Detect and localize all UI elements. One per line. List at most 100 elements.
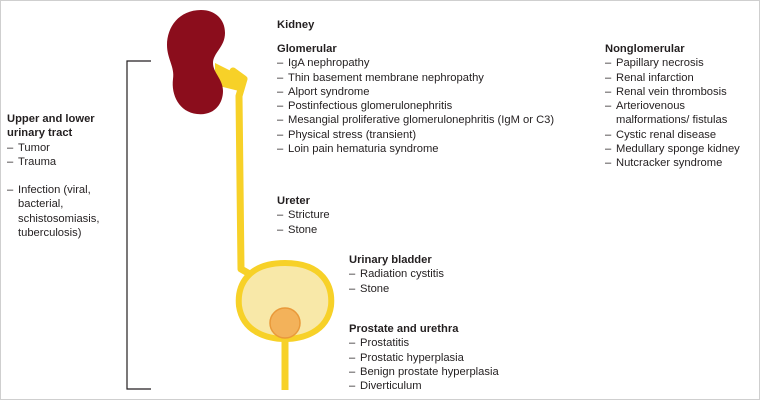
- kidney-title: Kidney: [277, 19, 315, 31]
- list-item: –Stone: [349, 282, 444, 296]
- whole-tract-list-b: –Infection (viral, bacterial, schistosom…: [7, 183, 119, 240]
- list-item-text: Medullary sponge kidney: [616, 143, 740, 156]
- list-item: –Trauma: [7, 155, 119, 169]
- list-item: –Postinfectious glomerulonephritis: [277, 99, 554, 113]
- renal-pelvis-shape: [215, 63, 247, 91]
- list-item: –Physical stress (transient): [277, 128, 554, 142]
- bullet-dash: –: [277, 114, 284, 127]
- ureter-list: –Stricture–Stone: [277, 208, 330, 237]
- list-item: –Prostatitis: [349, 336, 499, 350]
- list-item-text: Alport syndrome: [288, 85, 370, 98]
- list-item-text: Loin pain hematuria syndrome: [288, 143, 439, 156]
- bullet-dash: –: [277, 100, 284, 113]
- list-item-text: Arteriovenous malformations/ fistulas: [616, 100, 728, 127]
- list-item: –Stone: [277, 223, 330, 237]
- list-item-text: Papillary necrosis: [616, 57, 704, 70]
- ureter-shape: [229, 67, 259, 281]
- bullet-dash: –: [277, 223, 284, 236]
- ureter-title: Ureter: [277, 195, 310, 207]
- list-item: –Radiation cystitis: [349, 267, 444, 281]
- list-item: –Benign prostate hyperplasia: [349, 365, 499, 379]
- glomerular-list: –IgA nephropathy–Thin basement membrane …: [277, 56, 554, 156]
- bullet-dash: –: [349, 268, 356, 281]
- nonglomerular-list: –Papillary necrosis–Renal infarction–Ren…: [605, 56, 757, 170]
- list-item-text: Radiation cystitis: [360, 268, 444, 281]
- list-item: –Mesangial proliferative glomerulonephri…: [277, 113, 554, 127]
- kidney-label-block: Kidney: [277, 18, 314, 32]
- prostate-block: Prostate and urethra –Prostatitis–Prosta…: [349, 322, 499, 393]
- list-item: –Thin basement membrane nephropathy: [277, 71, 554, 85]
- list-item-text: Prostatitis: [360, 337, 410, 350]
- whole-tract-title-line1: Upper and lower: [7, 113, 95, 125]
- list-item-text: Physical stress (transient): [288, 128, 417, 141]
- bullet-dash: –: [605, 85, 612, 98]
- list-item: –Loin pain hematuria syndrome: [277, 142, 554, 156]
- bladder-title: Urinary bladder: [349, 254, 432, 266]
- list-item: –Renal vein thrombosis: [605, 85, 757, 99]
- prostate-list: –Prostatitis–Prostatic hyperplasia–Benig…: [349, 336, 499, 393]
- bullet-dash: –: [7, 141, 14, 154]
- list-item: –Stricture: [277, 208, 330, 222]
- list-item: –Nutcracker syndrome: [605, 156, 757, 170]
- list-item: –Tumor: [7, 141, 119, 155]
- whole-tract-bracket: [126, 60, 151, 390]
- list-item: –Alport syndrome: [277, 85, 554, 99]
- glomerular-title: Glomerular: [277, 43, 337, 55]
- bullet-dash: –: [277, 71, 284, 84]
- bullet-dash: –: [349, 380, 356, 393]
- list-item-text: IgA nephropathy: [288, 57, 370, 70]
- whole-tract-list-a: –Tumor–Trauma: [7, 141, 119, 170]
- bullet-dash: –: [277, 85, 284, 98]
- bullet-dash: –: [605, 57, 612, 70]
- list-item: –Renal infarction: [605, 71, 757, 85]
- nonglomerular-title: Nonglomerular: [605, 43, 685, 55]
- bladder-block: Urinary bladder –Radiation cystitis–Ston…: [349, 253, 444, 296]
- list-item-text: Stone: [288, 223, 318, 236]
- list-item-text: Thin basement membrane nephropathy: [288, 71, 484, 84]
- list-item: –Diverticulum: [349, 379, 499, 393]
- ureter-block: Ureter –Stricture–Stone: [277, 194, 330, 237]
- bullet-dash: –: [349, 365, 356, 378]
- list-item-text: Renal vein thrombosis: [616, 85, 727, 98]
- bullet-dash: –: [277, 143, 284, 156]
- list-item-text: Mesangial proliferative glomerulonephrit…: [288, 114, 555, 127]
- glomerular-block: Glomerular –IgA nephropathy–Thin basemen…: [277, 42, 554, 156]
- bullet-dash: –: [7, 155, 14, 168]
- list-item-text: Benign prostate hyperplasia: [360, 365, 499, 378]
- list-item-text: Infection (viral, bacterial, schistosomi…: [18, 184, 100, 240]
- list-item-text: Trauma: [18, 155, 57, 168]
- list-item: –Arteriovenous malformations/ fistulas: [605, 99, 757, 128]
- list-item: –Papillary necrosis: [605, 56, 757, 70]
- kidney-shape: [167, 10, 225, 115]
- list-item-text: Stricture: [288, 209, 330, 222]
- bullet-dash: –: [7, 184, 14, 197]
- bullet-dash: –: [277, 57, 284, 70]
- list-item: –Prostatic hyperplasia: [349, 351, 499, 365]
- whole-tract-title-line2: urinary tract: [7, 127, 73, 140]
- list-item-text: Renal infarction: [616, 71, 694, 84]
- list-item-text: Nutcracker syndrome: [616, 157, 723, 170]
- bullet-dash: –: [605, 100, 612, 113]
- bullet-dash: –: [349, 351, 356, 364]
- whole-tract-block: Upper and lower urinary tract –Tumor–Tra…: [7, 112, 119, 240]
- list-item-text: Tumor: [18, 141, 50, 154]
- nonglomerular-block: Nonglomerular –Papillary necrosis–Renal …: [605, 42, 757, 171]
- prostate-shape: [269, 307, 301, 339]
- bullet-dash: –: [349, 337, 356, 350]
- prostate-title: Prostate and urethra: [349, 323, 459, 335]
- bullet-dash: –: [605, 71, 612, 84]
- list-item-text: Stone: [360, 282, 390, 295]
- list-item-text: Cystic renal disease: [616, 128, 717, 141]
- list-item: –Medullary sponge kidney: [605, 142, 757, 156]
- list-item: –IgA nephropathy: [277, 56, 554, 70]
- bullet-dash: –: [277, 209, 284, 222]
- list-item: –Cystic renal disease: [605, 128, 757, 142]
- bullet-dash: –: [349, 282, 356, 295]
- list-item-text: Diverticulum: [360, 380, 422, 393]
- list-item-text: Prostatic hyperplasia: [360, 351, 464, 364]
- bullet-dash: –: [605, 128, 612, 141]
- list-item: –Infection (viral, bacterial, schistosom…: [7, 183, 119, 240]
- list-item-text: Postinfectious glomerulonephritis: [288, 100, 453, 113]
